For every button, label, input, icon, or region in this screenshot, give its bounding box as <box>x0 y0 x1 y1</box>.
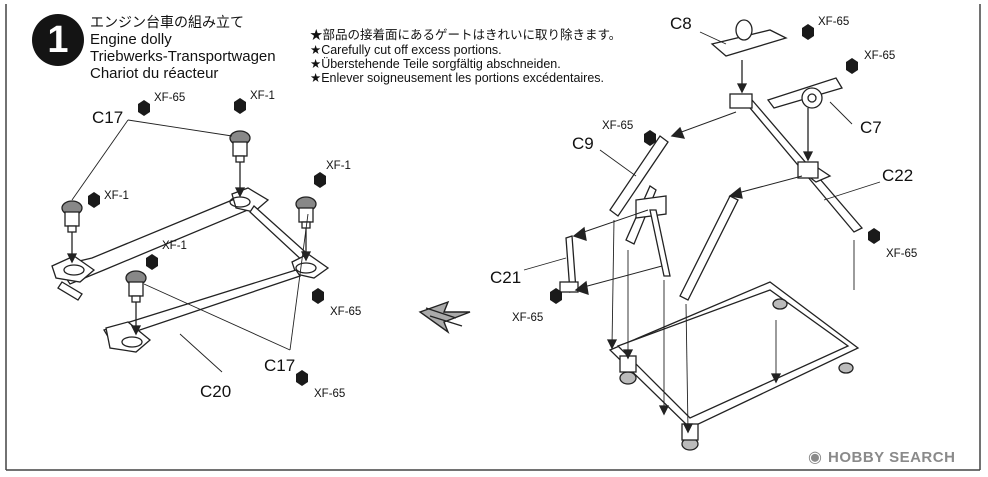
step-number-badge: 1 <box>32 14 84 66</box>
paint-label-xf1-mid: XF-1 <box>162 240 187 252</box>
caster-wheel <box>125 270 147 303</box>
paint-label-xf65-top: XF-65 <box>154 92 186 104</box>
caster-wheel <box>295 196 317 229</box>
paint-label-xf1-right: XF-1 <box>326 160 351 172</box>
part-label-c8: C8 <box>670 14 692 33</box>
dolly-frame-diagram <box>51 119 330 373</box>
part-label-c17-top: C17 <box>92 108 124 127</box>
note-en: ★Carefully cut off excess portions. <box>310 43 502 57</box>
part-label-c21: C21 <box>490 268 522 287</box>
dolly-assembly-diagram <box>523 19 881 451</box>
part-label-c7: C7 <box>860 118 882 137</box>
paint-label-xf1-left: XF-1 <box>104 190 129 202</box>
part-label-c20: C20 <box>200 382 232 401</box>
caster-wheel <box>229 130 251 163</box>
paint-label-c22: XF-65 <box>886 248 918 260</box>
note-jp: ★部品の接着面にあるゲートはきれいに取り除きます。 <box>310 28 622 42</box>
watermark-logo: HOBBY SEARCH <box>828 449 956 466</box>
paint-label-xf1-top: XF-1 <box>250 90 275 102</box>
caster-wheel <box>61 200 83 233</box>
camera-icon: ◉ <box>808 449 822 466</box>
note-de: ★Überstehende Teile sorgfältig abschneid… <box>310 57 561 71</box>
title-de: Triebwerks-Transportwagen <box>90 48 276 65</box>
paint-marker-icons-left <box>88 98 326 386</box>
paint-label-c21: XF-65 <box>512 312 544 324</box>
paint-label-c7: XF-65 <box>864 50 896 62</box>
paint-label-xf65-mid: XF-65 <box>330 306 362 318</box>
part-label-c22: C22 <box>882 166 914 185</box>
part-label-c17-bottom: C17 <box>264 356 296 375</box>
paint-marker-icons-right <box>550 24 880 304</box>
part-label-c9: C9 <box>572 134 594 153</box>
paint-label-c8: XF-65 <box>818 16 850 28</box>
progress-arrow-icon <box>418 300 471 334</box>
title-jp: エンジン台車の組み立て <box>90 14 244 30</box>
title-en: Engine dolly <box>90 31 172 48</box>
paint-label-xf65-bottom: XF-65 <box>314 388 346 400</box>
paint-label-c9: XF-65 <box>602 120 634 132</box>
note-fr: ★Enlever soigneusement les portions excé… <box>310 71 605 85</box>
title-fr: Chariot du réacteur <box>90 65 219 82</box>
